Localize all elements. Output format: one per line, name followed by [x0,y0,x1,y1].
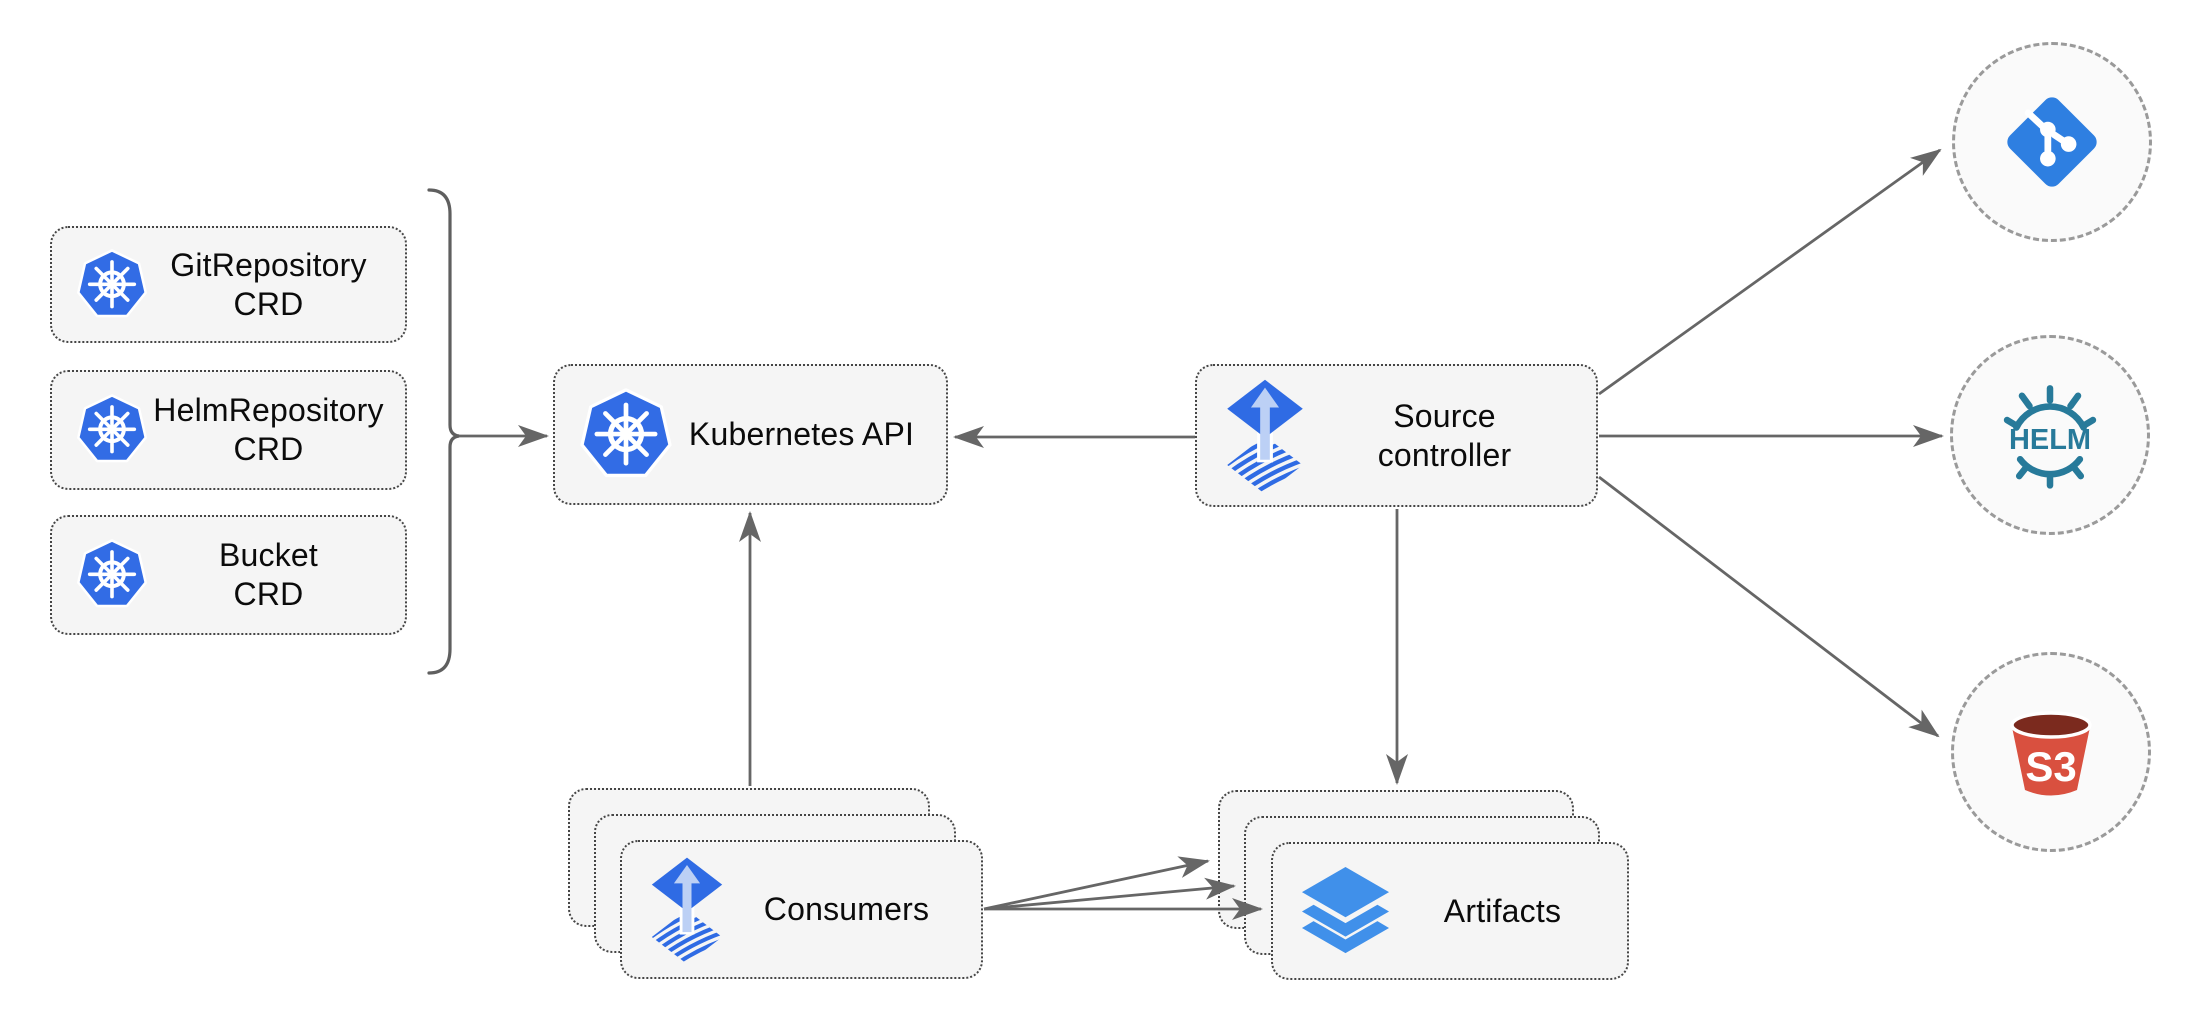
s3-bucket-icon: S3 [2010,711,2092,796]
crd-label-line2: CRD [233,576,304,612]
arrow-consumers-to-artifacts-back [983,856,1210,911]
gitrepository-crd-label: GitRepository CRD [148,246,389,324]
artifacts-node: Artifacts [1271,842,1629,980]
arrow-consumers-to-artifacts-middle [983,877,1236,911]
consumers-label: Consumers [763,891,930,927]
git-icon [2007,97,2097,187]
git-source-circle [1952,42,2152,242]
layers-icon [1297,867,1394,956]
helmrepository-crd-node: HelmRepository CRD [50,370,407,490]
arrow-source-to-s3 [1598,475,1940,738]
kubernetes-api-label: Kubernetes API [688,416,915,452]
kubernetes-icon [76,249,148,321]
source-controller-label: Source controller [1377,397,1512,473]
flux-icon [1221,378,1309,494]
crd-label-line1: Bucket [218,537,319,573]
crd-label-line2: CRD [233,285,304,322]
kubernetes-icon [76,539,148,611]
crd-label-line2: CRD [233,431,304,467]
crd-group-bracket [427,188,460,675]
helm-icon: HELM [2003,385,2097,489]
source-controller-node: Source controller [1195,364,1598,507]
kubernetes-api-node: Kubernetes API [553,364,948,505]
helm-source-circle: HELM [1950,335,2150,535]
s3-label: S3 [2025,743,2076,790]
arrow-source-to-git [1598,148,1942,396]
helmrepository-crd-label: HelmRepository CRD [148,391,389,469]
consumers-node: Consumers [620,840,983,979]
bucket-crd-node: Bucket CRD [50,515,407,635]
flux-icon [646,856,728,964]
gitrepository-crd-node: GitRepository CRD [50,226,407,343]
helm-label: HELM [2009,424,2091,456]
crd-label-line1: GitRepository [170,246,367,283]
artifacts-label: Artifacts [1443,892,1562,929]
kubernetes-icon [76,394,148,466]
kubernetes-icon [579,388,673,482]
bucket-crd-label: Bucket CRD [148,536,389,614]
s3-source-circle: S3 [1951,652,2151,852]
crd-label-line1: HelmRepository [153,392,384,428]
